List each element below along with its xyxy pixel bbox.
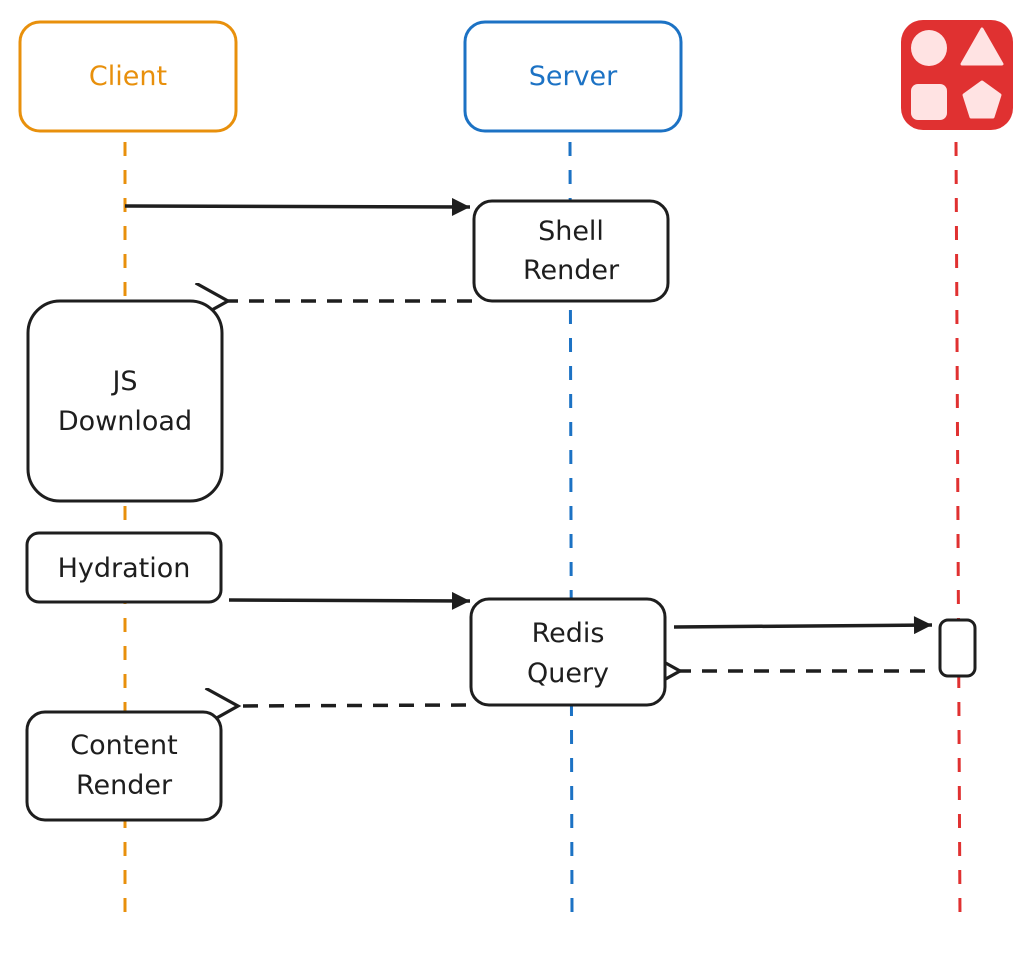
redis-query-arrow [673,616,933,635]
redis-query-activation[interactable]: Redis Query [469,597,667,707]
redis-shapes-logo-icon [911,27,1004,120]
shell-render-line-1: Shell [538,216,604,247]
redis-participant[interactable] [901,20,1013,130]
server-participant[interactable]: Server [463,20,683,133]
server-label: Server [529,61,618,92]
client-label: Client [89,61,167,92]
data-request-arrow [228,591,471,610]
redis-activation[interactable] [938,618,977,678]
js-download-line-2: Download [58,406,192,437]
js-download-activation[interactable]: JS Download [26,299,224,503]
js-download-line-1: JS [110,366,137,397]
content-render-activation[interactable]: Content Render [25,710,223,822]
content-render-line-2: Render [76,770,173,801]
client-participant[interactable]: Client [18,20,238,133]
request-arrow [124,197,471,216]
shell-render-line-2: Render [523,255,620,286]
hydration-activation[interactable]: Hydration [25,531,223,604]
redis-query-line-2: Query [527,658,609,689]
redis-query-line-1: Redis [532,618,605,649]
hydration-label: Hydration [58,553,191,584]
shell-render-activation[interactable]: Shell Render [472,199,670,303]
content-response-arrow [238,705,467,706]
content-render-line-1: Content [70,730,177,761]
redis-lifeline [954,141,962,921]
